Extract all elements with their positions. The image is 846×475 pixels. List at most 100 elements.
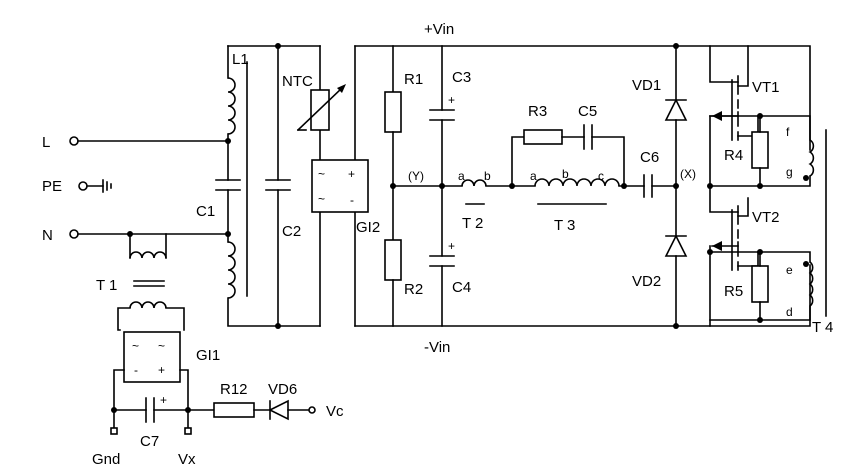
gi1-label: GI1 — [196, 347, 220, 364]
negative-rail-label: -Vin — [424, 339, 450, 356]
bridge-plus-mark: + — [348, 167, 355, 181]
t3-winding — [534, 178, 620, 187]
vd1-diode — [664, 98, 688, 121]
t3-label: T 3 — [554, 217, 575, 234]
t4-transformer — [803, 129, 827, 317]
earth-label: PE — [42, 178, 62, 195]
neutral-terminal — [69, 229, 79, 239]
t4-label: T 4 — [812, 319, 833, 336]
bridge-rectifier-gi1: ~ ~ - + — [113, 331, 189, 411]
neutral-label: N — [42, 227, 53, 244]
t3-a-mark: a — [530, 169, 537, 183]
r1-r2-divider — [384, 45, 402, 327]
r5-label: R5 — [724, 283, 743, 300]
line-label: L — [42, 134, 50, 151]
bridge-ac-mark-2: ~ — [318, 192, 325, 206]
gnd-terminal — [110, 427, 118, 435]
c5-capacitor — [583, 124, 593, 150]
vd1-label: VD1 — [632, 77, 661, 94]
vc-label: Vc — [326, 403, 344, 420]
t1-core — [133, 280, 165, 287]
t4-e-mark: e — [786, 263, 793, 277]
bridge-ac-mark-1: ~ — [318, 167, 325, 181]
t3-transformer — [534, 178, 645, 205]
t3-b-mark: b — [562, 167, 569, 181]
t2-a-mark: a — [458, 169, 465, 183]
vt2-label: VT2 — [752, 209, 780, 226]
vd2-label: VD2 — [632, 273, 661, 290]
r1-resistor — [384, 91, 402, 133]
bridge-minus-mark: - — [350, 193, 354, 207]
r4-label: R4 — [724, 147, 743, 164]
c2-capacitor — [265, 179, 291, 191]
t4-f-mark: f — [786, 125, 790, 139]
r3-resistor — [523, 129, 563, 145]
aux-output: + — [110, 393, 316, 435]
c1-label: C1 — [196, 203, 215, 220]
ntc-label: NTC — [282, 73, 313, 90]
c4-label: C4 — [452, 279, 471, 296]
gi1-minus-mark: - — [134, 363, 138, 377]
c3-label: C3 — [452, 69, 471, 86]
r12-label: R12 — [220, 381, 248, 398]
t4-upper-winding — [808, 139, 815, 177]
t2-label: T 2 — [462, 215, 483, 232]
vd6-label: VD6 — [268, 381, 297, 398]
c6-label: C6 — [640, 149, 659, 166]
line-terminal — [69, 136, 79, 146]
c2-label: C2 — [282, 223, 301, 240]
t2-winding — [461, 179, 487, 187]
l1-upper-winding — [227, 77, 236, 135]
vx-label: Vx — [178, 451, 196, 468]
vd6-diode — [268, 399, 289, 421]
r4-network — [707, 113, 811, 189]
t4-lower-winding — [808, 261, 814, 307]
ntc-thermistor — [296, 84, 346, 132]
c7-capacitor — [145, 397, 155, 423]
earth-icon — [102, 179, 112, 193]
filter-junctions — [225, 43, 281, 329]
t1-transformer — [117, 231, 185, 331]
c4-plus-mark: + — [448, 239, 455, 253]
c1-capacitor — [215, 179, 241, 191]
r12-resistor — [213, 402, 255, 418]
input-filter — [215, 45, 321, 327]
r5-resistor — [751, 265, 769, 303]
r1-label: R1 — [404, 71, 423, 88]
c7-label: C7 — [140, 433, 159, 450]
vd1-vd2-diodes — [664, 43, 688, 329]
midpoint-line — [390, 179, 536, 205]
t4-d-mark: d — [786, 305, 793, 319]
gi1-ac-mark-2: ~ — [158, 339, 165, 353]
r2-resistor — [384, 239, 402, 281]
r2-label: R2 — [404, 281, 423, 298]
c3-c4-capacitors: + + — [429, 45, 455, 327]
gi1-ac-mark-1: ~ — [132, 339, 139, 353]
t2-b-mark: b — [484, 169, 491, 183]
t3-c-mark: c — [598, 169, 604, 183]
vc-terminal — [308, 406, 316, 414]
positive-rail-label: +Vin — [424, 21, 454, 38]
t1-label: T 1 — [96, 277, 117, 294]
r5-network — [707, 249, 811, 323]
r3-label: R3 — [528, 103, 547, 120]
vd2-diode — [664, 234, 688, 257]
l1-lower-winding — [227, 241, 236, 299]
r3-c5-snubber — [511, 124, 625, 187]
input-terminals — [69, 136, 229, 239]
vt2-transistor — [709, 185, 759, 327]
node-x-mark: (X) — [680, 167, 696, 181]
vt1-label: VT1 — [752, 79, 780, 96]
t4-g-mark: g — [786, 165, 793, 179]
gi1-plus-mark: + — [158, 363, 165, 377]
pe-terminal — [78, 181, 88, 191]
c6-capacitor — [643, 174, 677, 198]
c7-plus-mark: + — [160, 393, 167, 407]
gi2-label: GI2 — [356, 219, 380, 236]
gnd-label: Gnd — [92, 451, 120, 468]
bridge-rectifier-gi2: ~ ~ + - — [311, 159, 369, 213]
node-y-mark: (Y) — [408, 169, 424, 183]
c5-label: C5 — [578, 103, 597, 120]
r4-resistor — [751, 131, 769, 169]
